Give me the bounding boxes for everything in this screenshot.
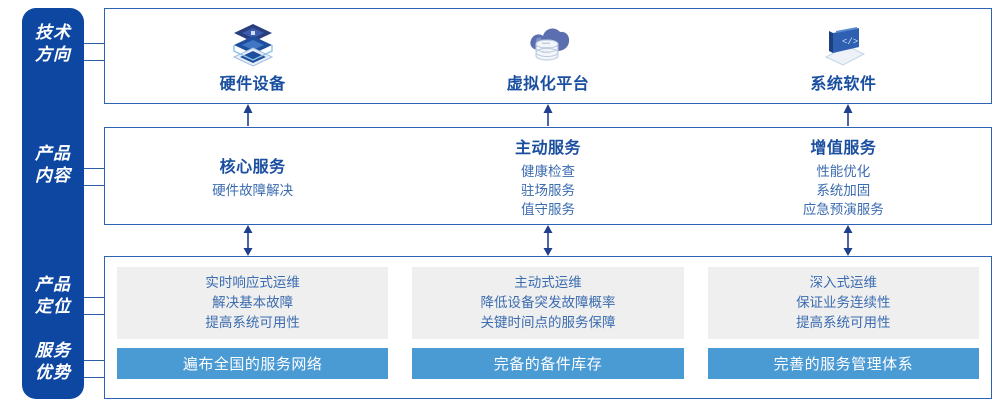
position-line: 关键时间点的服务保障: [480, 315, 616, 330]
position-line: 保证业务连续性: [796, 295, 891, 310]
arrow-up-virtualization: [541, 104, 555, 127]
product-item: 应急预演服务: [802, 201, 884, 217]
position-column-proactive[interactable]: 主动式运维 降低设备突发故障概率 关键时间点的服务保障 完备的备件库存: [400, 257, 695, 398]
product-item: 性能优化: [816, 163, 871, 179]
rail-label-service-advantage: 服务 优势: [22, 340, 84, 384]
left-category-rail: [22, 8, 84, 399]
product-column-valueadd[interactable]: 增值服务 性能优化 系统加固 应急预演服务: [696, 128, 991, 224]
rail-label-line2: 优势: [35, 363, 71, 382]
rail-label-line1: 产品: [35, 144, 71, 163]
product-item: 硬件故障解决: [212, 182, 294, 198]
connector-line: [84, 60, 106, 61]
product-column-core[interactable]: 核心服务 硬件故障解决: [105, 128, 400, 224]
position-column-indepth[interactable]: 深入式运维 保证业务连续性 提高系统可用性 完善的服务管理体系: [696, 257, 991, 398]
rail-label-tech-direction: 技术 方向: [22, 22, 84, 66]
advantage-bar[interactable]: 遍布全国的服务网络: [117, 348, 389, 379]
position-line: 深入式运维: [809, 275, 878, 290]
tech-column-virtualization[interactable]: 虚拟化平台: [400, 9, 695, 103]
position-line: 降低设备突发故障概率: [480, 295, 616, 310]
arrow-double-core: [241, 225, 255, 256]
arrow-double-valueadd: [841, 225, 855, 256]
product-title: 主动服务: [514, 139, 581, 157]
tech-title: 虚拟化平台: [506, 76, 590, 93]
position-line: 提高系统可用性: [205, 315, 300, 330]
position-column-realtime[interactable]: 实时响应式运维 解决基本故障 提高系统可用性 遍布全国的服务网络: [105, 257, 400, 398]
position-line: 提高系统可用性: [796, 315, 891, 330]
rail-label-line2: 定位: [35, 297, 71, 316]
connector-line: [84, 297, 106, 298]
svg-text:</>: </>: [842, 37, 858, 47]
position-grey-box: 深入式运维 保证业务连续性 提高系统可用性: [707, 267, 979, 339]
panel-tech-direction: 硬件设备 虚拟: [104, 8, 992, 104]
connector-line: [84, 168, 106, 169]
rail-label-line1: 服务: [35, 341, 71, 360]
product-item: 系统加固: [816, 182, 871, 198]
rail-label-line2: 内容: [35, 166, 71, 185]
position-grey-box: 实时响应式运维 解决基本故障 提高系统可用性: [117, 267, 389, 339]
tech-column-software[interactable]: </> 系统软件: [696, 9, 991, 103]
panel-product-position: 实时响应式运维 解决基本故障 提高系统可用性 遍布全国的服务网络 主动式运维 降…: [104, 256, 992, 399]
product-title: 核心服务: [219, 158, 286, 176]
monitor-code-icon: </>: [825, 27, 866, 66]
product-title: 增值服务: [810, 139, 877, 157]
cloud-database-icon: [530, 28, 570, 61]
product-item: 驻场服务: [520, 182, 575, 198]
connector-line: [84, 43, 106, 44]
position-line: 解决基本故障: [212, 295, 294, 310]
connector-line: [84, 185, 106, 186]
arrow-up-software: [841, 104, 855, 127]
position-line: 实时响应式运维: [205, 275, 300, 290]
panel-product-content: 核心服务 硬件故障解决 主动服务 健康检查 驻场服务 值守服务 增值服务 性能优…: [104, 127, 992, 225]
rail-label-line1: 技术: [35, 23, 71, 42]
product-item: 值守服务: [520, 201, 575, 217]
tech-title: 系统软件: [810, 76, 877, 93]
connector-line: [84, 377, 106, 378]
server-stack-icon: [232, 24, 273, 67]
rail-label-product-position: 产品 定位: [22, 274, 84, 318]
product-item: 健康检查: [520, 163, 575, 179]
rail-label-line1: 产品: [35, 275, 71, 294]
advantage-bar[interactable]: 完善的服务管理体系: [707, 348, 979, 379]
position-line: 主动式运维: [514, 275, 582, 290]
tech-title: 硬件设备: [219, 76, 286, 93]
arrow-up-hardware: [241, 104, 255, 127]
rail-label-product-content: 产品 内容: [22, 143, 84, 187]
rail-label-line2: 方向: [35, 45, 71, 64]
arrow-double-proactive: [541, 225, 555, 256]
position-grey-box: 主动式运维 降低设备突发故障概率 关键时间点的服务保障: [412, 267, 684, 339]
connector-line: [84, 360, 106, 361]
advantage-bar[interactable]: 完备的备件库存: [412, 348, 684, 379]
connector-line: [84, 314, 106, 315]
product-column-proactive[interactable]: 主动服务 健康检查 驻场服务 值守服务: [400, 128, 695, 224]
tech-column-hardware[interactable]: 硬件设备: [105, 9, 400, 103]
